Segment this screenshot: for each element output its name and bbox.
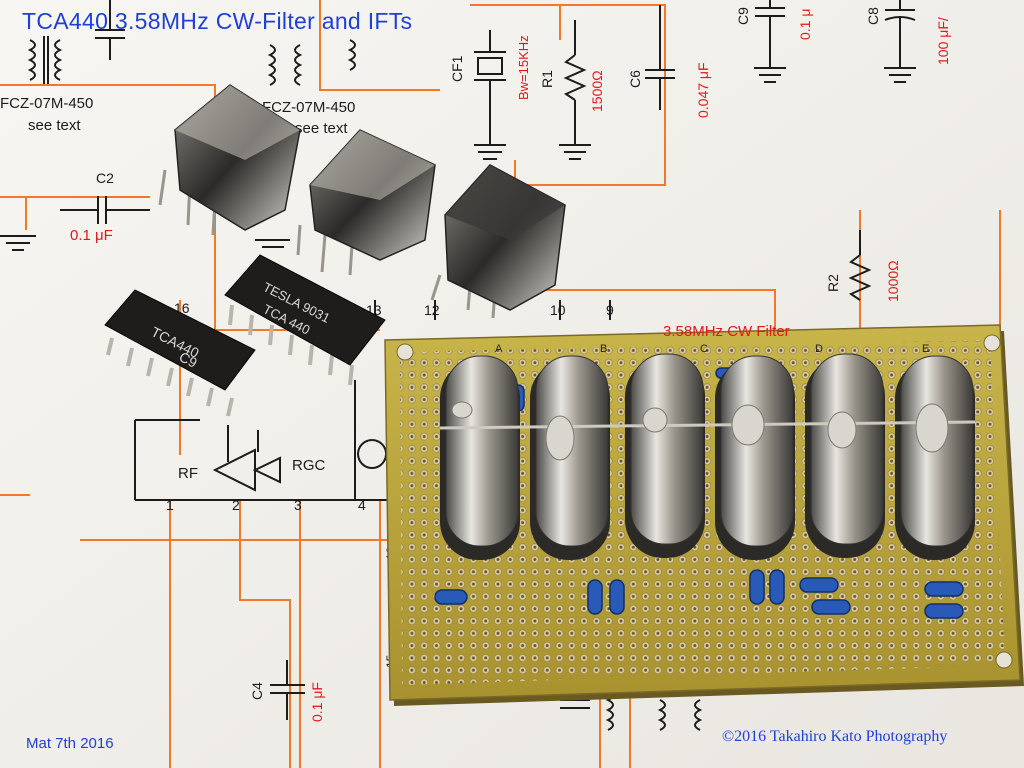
schem-label: FCZ-07M-450 <box>0 95 93 112</box>
schem-label: RF <box>178 465 198 482</box>
schem-label: 1500Ω <box>589 70 605 112</box>
schematic-black-symbols <box>0 0 916 731</box>
schem-label: 0.1 μ <box>797 9 813 40</box>
board-letter: A <box>495 343 503 355</box>
schem-label: FCZ-07M-450 <box>262 99 355 116</box>
schem-label: CF1 <box>449 55 465 82</box>
schem-label: see text <box>295 120 348 137</box>
photo-title: TCA440 3.58MHz CW-Filter and IFTs <box>22 8 413 34</box>
schem-label: RGC <box>292 457 326 474</box>
board-letter: C <box>700 343 708 355</box>
schematic-text: FCZ-07M-450 see text FCZ-07M-450 see tex… <box>0 7 951 722</box>
ift-transformer <box>296 129 436 276</box>
schem-label: C4 <box>249 682 265 700</box>
schem-label: 1000Ω <box>885 260 901 302</box>
schem-label: C8 <box>865 7 881 25</box>
schem-label: 3 <box>294 497 302 513</box>
schem-label: 10 <box>550 302 566 318</box>
ic-label: C9 <box>177 348 200 370</box>
crystal <box>895 355 975 560</box>
crystal <box>805 353 885 558</box>
schem-label: 2 <box>232 497 240 513</box>
board-letter: B <box>600 343 607 355</box>
ift-transformer <box>430 164 566 319</box>
crystal <box>530 355 610 560</box>
board-letter: E <box>922 343 929 355</box>
schem-label: C6 <box>627 70 643 88</box>
schem-label: 0.1 μF <box>70 227 113 244</box>
schem-label: see text <box>28 117 81 134</box>
schem-label: 9 <box>606 302 614 318</box>
schem-label: R1 <box>539 70 555 88</box>
schem-label: R2 <box>825 274 841 292</box>
schem-label: C2 <box>96 170 114 186</box>
ift-transformer <box>158 84 301 236</box>
schem-label: 100 μF/ <box>935 17 951 65</box>
bus-wire <box>439 401 976 461</box>
schem-label: 0.047 μF <box>695 62 711 118</box>
photo-copyright: ©2016 Takahiro Kato Photography <box>722 728 948 745</box>
schem-label: 4 <box>358 497 366 513</box>
board-letter: D <box>815 343 823 355</box>
photo-date: Mat 7th 2016 <box>26 735 114 752</box>
ic-chip: TCA440 C9 <box>104 289 256 417</box>
crystal <box>440 355 520 560</box>
filter-label: 3.58MHz CW Filter <box>663 323 790 340</box>
crystal <box>715 355 795 560</box>
crystal <box>625 353 705 558</box>
schem-label: C9 <box>735 7 751 25</box>
schem-label: 12 <box>424 302 440 318</box>
schem-label: 0.1 μF <box>309 682 325 722</box>
schem-label: Bw=15KHz <box>516 35 531 100</box>
schem-label: 1 <box>166 497 174 513</box>
